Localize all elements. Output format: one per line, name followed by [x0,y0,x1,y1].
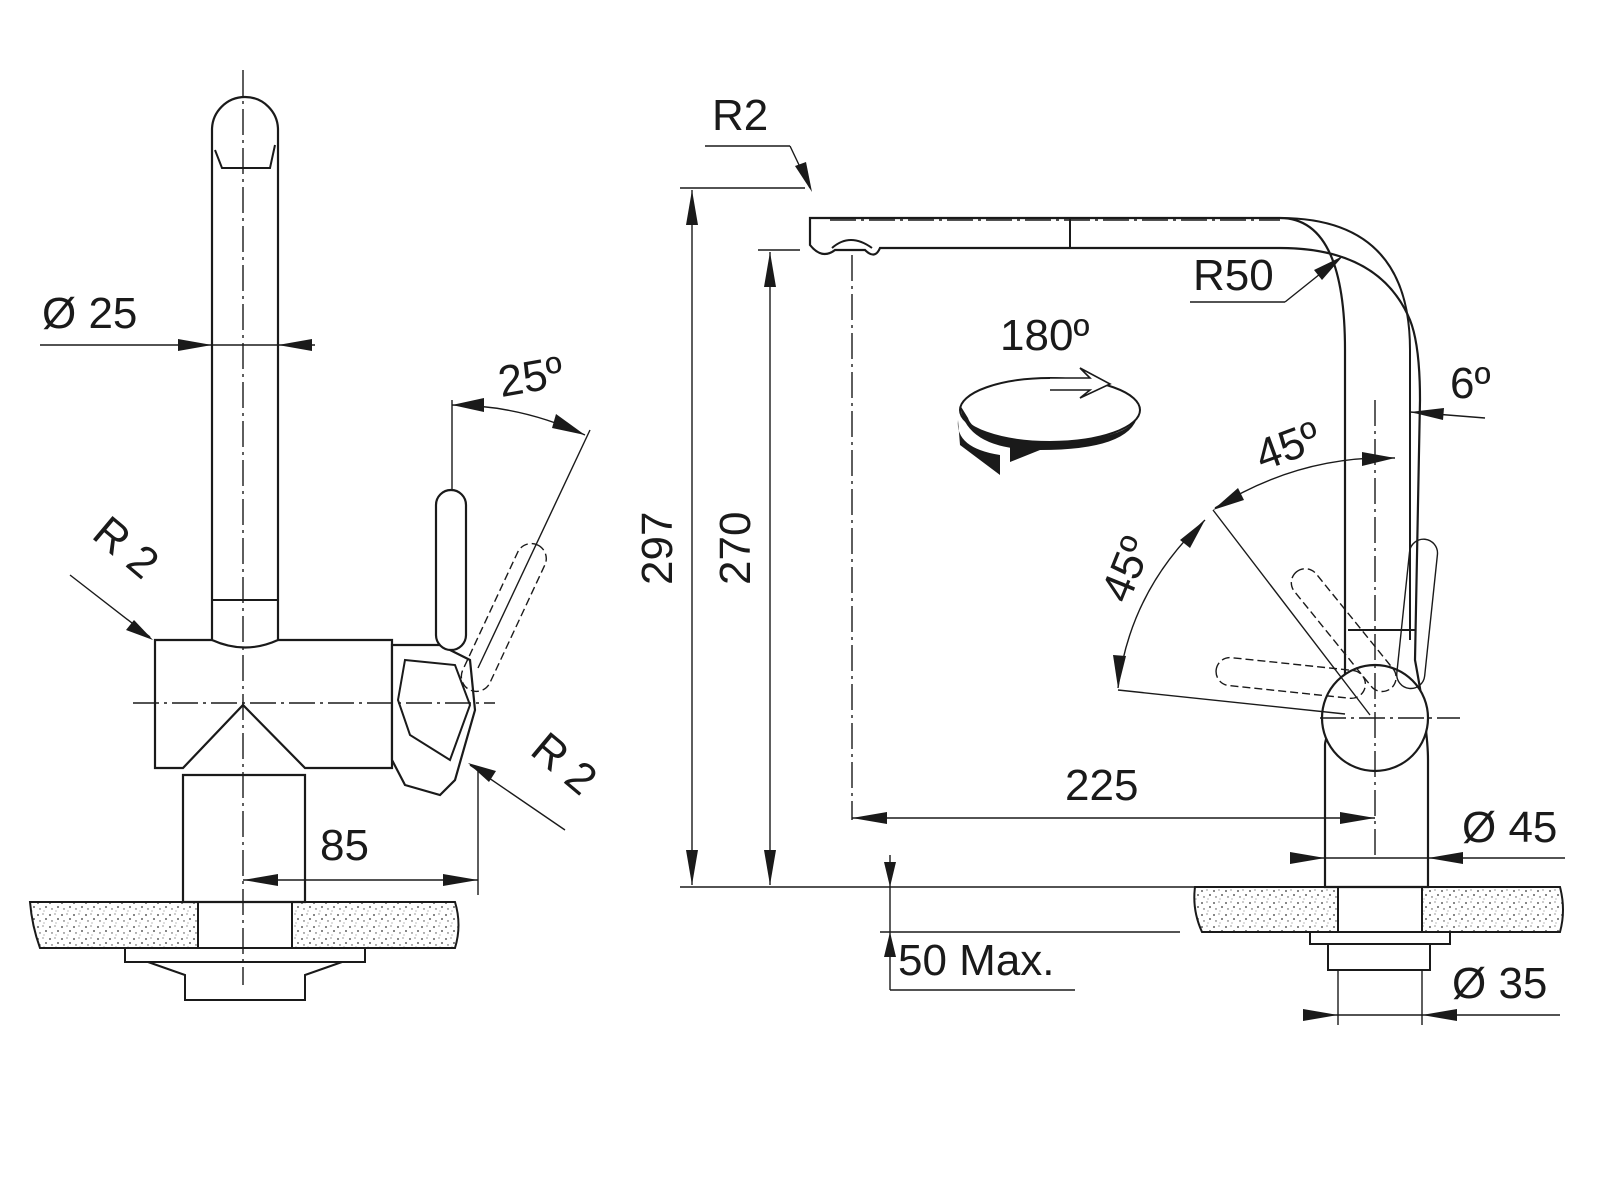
arrow-radius-left [126,620,153,640]
label-base-diameter: Ø 45 [1462,803,1557,852]
arrow-50-bottom [884,932,896,957]
arrow-45-upper-left [1213,488,1244,510]
arrow-angle-right [552,414,585,435]
rotation-arrow-icon [957,367,1141,475]
arrow-shaft-right [278,339,312,351]
lever-handle-tilted [460,542,547,693]
label-worktop-max: 50 Max. [898,936,1055,985]
label-spout-radius-large: R50 [1193,251,1274,300]
label-height-total: 297 [633,512,682,585]
mounting-shank [147,961,343,1001]
label-height-outlet: 270 [711,512,760,585]
mounting-plate [124,947,366,963]
arrow-45-left [1290,852,1325,864]
arrow-spout-r2 [795,162,812,192]
arrow-85-left [243,874,278,886]
mounting-hole [197,901,293,949]
arrow-45-right [1428,852,1463,864]
arrow-r50 [1314,256,1343,280]
tap-body [153,638,394,770]
side-view: Ø 25 25º R 2 R 2 85 [28,70,606,1001]
mounting-shank-front [1327,944,1431,971]
label-handle-angle-upper: 45º [1249,412,1327,480]
tap-base [181,773,307,904]
arrow-225-left [852,812,887,824]
worktop-front-left [1193,886,1339,933]
spout-nozzle [831,239,873,249]
angle-ref-tilted [477,429,591,669]
label-shaft-diameter: Ø 25 [42,289,137,338]
label-spout-radius-small: R2 [712,91,768,140]
arrow-radius-right [468,763,496,782]
lever-front-45-lower [1215,656,1367,700]
lever-cap [396,658,472,762]
arrow-angle-left [452,398,484,412]
label-hole-diameter: Ø 35 [1452,959,1547,1008]
worktop-right [291,901,460,949]
worktop-left [28,901,199,949]
arrow-35-left [1303,1009,1338,1021]
ref-45-lower [1117,689,1346,715]
label-width: 85 [320,821,369,870]
label-rotation: 180º [1000,311,1089,360]
label-handle-angle-lower: 45º [1092,530,1162,609]
front-view: R2 R50 180º 297 270 225 [633,91,1565,1025]
tap-column [808,216,1430,889]
arrow-50-top [884,862,896,887]
label-handle-angle: 25º [494,347,567,407]
arrow-6 [1410,408,1444,420]
lever-front-45-upper [1290,567,1397,693]
arrow-270-top [764,252,776,287]
label-radius-left: R 2 [84,507,168,589]
arrow-297-bottom [686,850,698,885]
arrow-45-lower-top [1180,520,1205,548]
label-radius-right: R 2 [522,723,606,805]
arrow-45-lower-bottom [1113,655,1126,688]
shaft-tip [214,144,276,169]
arrow-270-bottom [764,850,776,885]
arrow-297-top [686,190,698,225]
label-reach: 225 [1065,761,1138,810]
spout-outer [810,217,1411,640]
worktop-front-right [1421,886,1564,933]
arrow-85-right [443,874,478,886]
label-handle-tilt: 6º [1450,359,1491,408]
arrow-shaft-left [178,339,212,351]
tap-shaft [210,95,280,649]
lever-handle-upright [434,488,468,652]
arrow-225-right [1340,812,1375,824]
mounting-plate-front [1309,931,1451,945]
arrow-35-right [1422,1009,1457,1021]
ref-45-upper [1212,509,1371,716]
mounting-hole-front [1337,886,1423,933]
lever-front-upright [1396,538,1439,690]
arrow-45-upper-right [1362,452,1395,466]
